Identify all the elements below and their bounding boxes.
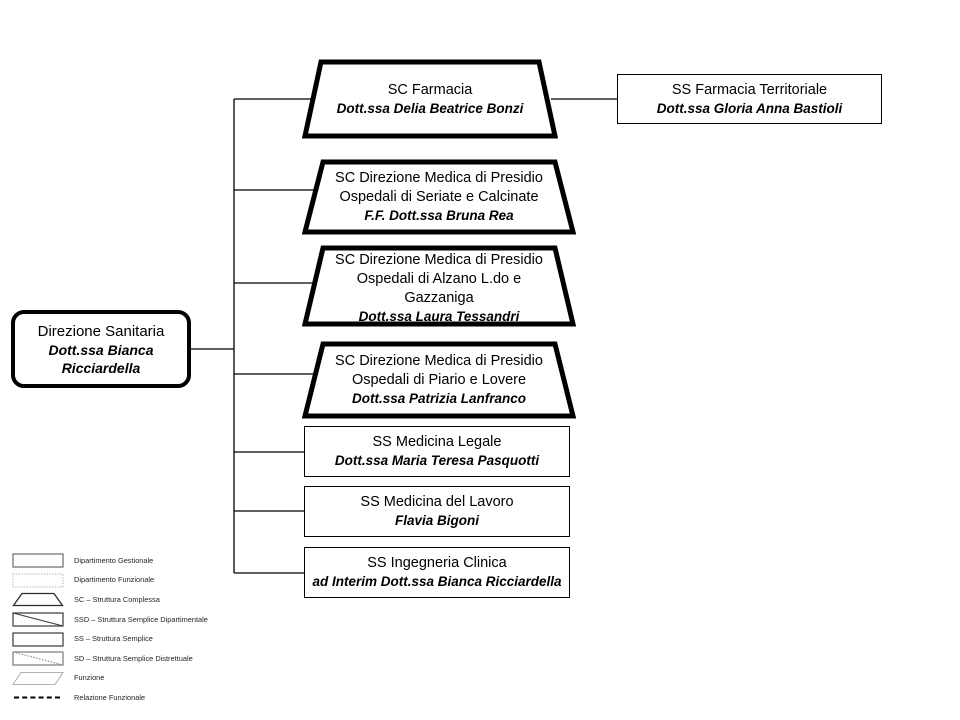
legend-item-ssd-struttura-semplice-dipartimentale: SSD – Struttura Semplice Dipartimentale xyxy=(12,610,242,630)
node-person: Dott.ssa Bianca Ricciardella xyxy=(48,341,154,376)
trapezoid-shape xyxy=(302,341,576,419)
node-ss-ingegneria-clinica[interactable]: SS Ingegneria Clinica ad Interim Dott.ss… xyxy=(304,547,570,598)
legend-item-relazione-funzionale: Relazione Funzionale xyxy=(12,688,242,708)
node-ss-farmacia-territoriale[interactable]: SS Farmacia Territoriale Dott.ssa Gloria… xyxy=(617,74,882,124)
node-person: Dott.ssa Laura Tessandri xyxy=(358,308,520,324)
node-ss-medicina-legale[interactable]: SS Medicina Legale Dott.ssa Maria Teresa… xyxy=(304,426,570,477)
legend-label: Dipartimento Funzionale xyxy=(74,575,155,585)
legend-swatch-trapezoid xyxy=(12,592,64,607)
legend-item-funzione: Funzione xyxy=(12,669,242,689)
legend-swatch-rect-dotted xyxy=(12,573,64,588)
node-sc-dmp-seriate-calcinate[interactable]: SC Direzione Medica di Presidio Ospedali… xyxy=(302,158,576,236)
node-title: SC Direzione Medica di Presidio Ospedali… xyxy=(335,251,543,306)
legend-label: SC – Struttura Complessa xyxy=(74,594,160,604)
legend-swatch-rect-diagonal-dotted xyxy=(12,651,64,666)
node-person: Dott.ssa Delia Beatrice Bonzi xyxy=(336,100,524,116)
trapezoid-shape xyxy=(302,245,576,327)
legend-label: SS – Struttura Semplice xyxy=(74,634,153,644)
node-title: Direzione Sanitaria xyxy=(37,322,165,340)
node-direzione-sanitaria[interactable]: Direzione Sanitaria Dott.ssa Bianca Ricc… xyxy=(11,310,191,388)
legend-item-dipartimento-funzionale: Dipartimento Funzionale xyxy=(12,571,242,591)
node-sc-dmp-piario-lovere[interactable]: SC Direzione Medica di Presidio Ospedali… xyxy=(302,340,576,420)
node-title: SS Farmacia Territoriale xyxy=(671,81,828,98)
legend: Dipartimento Gestionale Dipartimento Fun… xyxy=(12,551,242,708)
node-person: Dott.ssa Patrizia Lanfranco xyxy=(351,391,527,406)
legend-label: Funzione xyxy=(74,673,105,683)
legend-item-ss-struttura-semplice: SS – Struttura Semplice xyxy=(12,629,242,649)
node-title: SC Direzione Medica di Presidio Ospedali… xyxy=(335,170,543,205)
node-person: Flavia Bigoni xyxy=(394,513,479,528)
legend-swatch-rect-plain xyxy=(12,632,64,647)
node-title: SC Direzione Medica di Presidio Ospedali… xyxy=(335,353,543,388)
legend-label: SSD – Struttura Semplice Dipartimentale xyxy=(74,614,208,624)
legend-label: SD – Struttura Semplice Distrettuale xyxy=(74,653,193,663)
trapezoid-shape xyxy=(302,59,558,139)
node-person: F.F. Dott.ssa Bruna Rea xyxy=(364,208,514,223)
node-title: SS Ingegneria Clinica xyxy=(367,555,507,571)
node-title: SS Medicina Legale xyxy=(372,434,502,450)
node-person: Dott.ssa Gloria Anna Bastioli xyxy=(656,100,843,116)
legend-swatch-rect-solid xyxy=(12,553,64,568)
node-title: SS Medicina del Lavoro xyxy=(360,494,514,510)
legend-item-sc-struttura-complessa: SC – Struttura Complessa xyxy=(12,590,242,610)
node-ss-medicina-del-lavoro[interactable]: SS Medicina del Lavoro Flavia Bigoni xyxy=(304,486,570,537)
legend-swatch-rect-diagonal-solid xyxy=(12,612,64,627)
legend-item-dipartimento-gestionale: Dipartimento Gestionale xyxy=(12,551,242,571)
legend-label: Dipartimento Gestionale xyxy=(74,555,154,565)
node-person: ad Interim Dott.ssa Bianca Ricciardella xyxy=(312,574,562,589)
node-title: SC Farmacia xyxy=(387,81,473,98)
trapezoid-shape xyxy=(302,159,576,235)
legend-item-sd-struttura-semplice-distrettuale: SD – Struttura Semplice Distrettuale xyxy=(12,649,242,669)
node-person: Dott.ssa Maria Teresa Pasquotti xyxy=(334,453,540,468)
legend-label: Relazione Funzionale xyxy=(74,692,146,702)
node-sc-dmp-alzano-gazzaniga[interactable]: SC Direzione Medica di Presidio Ospedali… xyxy=(302,244,576,328)
node-sc-farmacia[interactable]: SC Farmacia Dott.ssa Delia Beatrice Bonz… xyxy=(302,58,558,140)
legend-swatch-dashed-line xyxy=(12,690,64,705)
legend-swatch-parallelogram xyxy=(12,671,64,686)
